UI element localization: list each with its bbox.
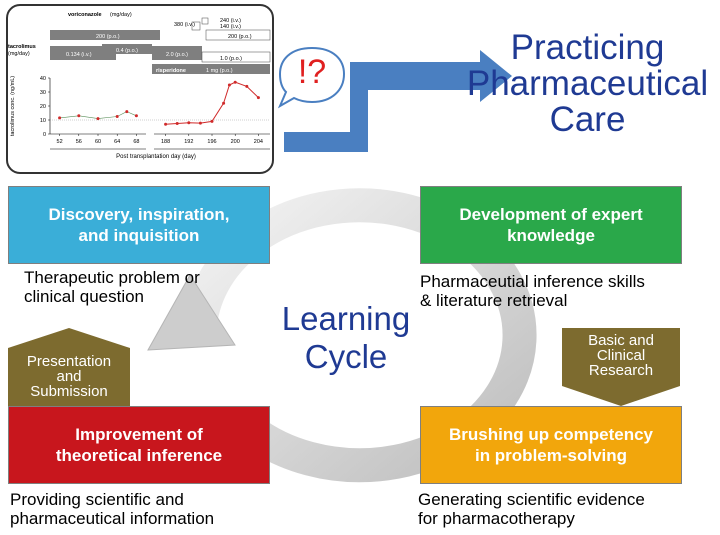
data-point xyxy=(210,119,214,123)
data-point xyxy=(187,121,191,125)
y-axis-label: tacrolimus conc. (ng/mL) xyxy=(10,76,16,136)
speech-bubble xyxy=(277,46,346,109)
svg-text:240 (i.v.): 240 (i.v.) xyxy=(220,18,241,24)
svg-text:0.134 (i.v.): 0.134 (i.v.) xyxy=(66,52,92,58)
svg-text:0.4 (p.o.): 0.4 (p.o.) xyxy=(116,48,138,54)
label-voriconazole: voriconazole xyxy=(68,12,102,18)
badge-research-shape xyxy=(562,328,680,406)
bar-tac-10 xyxy=(201,51,271,63)
x-tick-label: 204 xyxy=(254,139,263,145)
data-point xyxy=(115,115,119,118)
bar-vori-240 xyxy=(201,17,209,25)
caption-improvement: Providing scientific and pharmaceutical … xyxy=(10,490,215,528)
label-voriconazole-unit: (mg/day) xyxy=(110,12,132,18)
box-development: Development of expert knowledge xyxy=(420,186,682,264)
bar-vori-200b xyxy=(205,29,271,41)
x-tick-label: 188 xyxy=(161,139,170,145)
svg-text:risperidone: risperidone xyxy=(156,68,186,74)
svg-text:200 (p.o.): 200 (p.o.) xyxy=(228,34,252,40)
data-point xyxy=(233,80,237,84)
badge-research-label: Basic and Clinical Research xyxy=(588,332,654,379)
bar-tac-04 xyxy=(102,44,152,54)
box-brushing-label: Brushing up competency in problem-solvin… xyxy=(448,425,654,465)
series-line xyxy=(165,81,259,125)
y-tick-label: 10 xyxy=(40,118,46,124)
caption-discovery: Therapeutic problem or clinical question xyxy=(24,268,200,306)
data-point xyxy=(227,83,231,87)
svg-text:380 (i.v.): 380 (i.v.) xyxy=(174,22,195,28)
center-label: Learning Cycle xyxy=(281,300,411,375)
box-discovery-label: Discovery, inspiration, and inquisition xyxy=(48,205,230,245)
svg-text:2.0 (p.o.): 2.0 (p.o.) xyxy=(166,52,188,58)
data-point xyxy=(222,101,226,105)
svg-text:tacrolimus: tacrolimus xyxy=(8,44,36,50)
box-improvement: Improvement of theoretical inference xyxy=(8,406,270,484)
step-arrow-shape xyxy=(284,50,512,152)
bar-risperidone xyxy=(152,64,270,74)
bar-tac-20 xyxy=(152,46,202,60)
x-tick-label: 200 xyxy=(231,139,240,145)
series-line xyxy=(59,111,137,119)
data-point xyxy=(96,117,100,121)
data-point xyxy=(58,116,62,120)
box-development-label: Development of expert knowledge xyxy=(459,205,643,245)
data-point xyxy=(245,84,249,88)
caption-brushing: Generating scientific evidence for pharm… xyxy=(418,490,645,528)
bar-tac-0134 xyxy=(50,46,116,60)
bar-vori-200 xyxy=(50,30,160,40)
x-tick-label: 68 xyxy=(133,139,139,145)
exclaim-mark: !? xyxy=(297,53,327,91)
cycle-arrowhead xyxy=(147,274,236,351)
svg-text:200 (p.o.): 200 (p.o.) xyxy=(96,34,120,40)
bar-vori-380 xyxy=(191,21,201,31)
x-tick-label: 60 xyxy=(95,139,101,145)
badge-presentation-label: Presentation and Submission xyxy=(26,353,112,400)
data-point xyxy=(125,110,129,114)
y-tick-label: 40 xyxy=(40,76,46,82)
y-tick-label: 0 xyxy=(43,132,46,138)
svg-text:(mg/day): (mg/day) xyxy=(8,51,30,57)
box-improvement-label: Improvement of theoretical inference xyxy=(55,425,223,465)
y-tick-label: 30 xyxy=(40,90,46,96)
x-tick-label: 196 xyxy=(207,139,216,145)
badge-presentation-shape xyxy=(8,328,130,406)
x-tick-label: 56 xyxy=(76,139,82,145)
page-title: Practicing Pharmaceutical Care xyxy=(466,28,709,139)
x-tick-label: 64 xyxy=(114,139,120,145)
data-point xyxy=(256,96,260,100)
svg-text:1.0 (p.o.): 1.0 (p.o.) xyxy=(220,56,242,62)
data-point xyxy=(198,121,202,125)
x-tick-label: 52 xyxy=(57,139,63,145)
y-tick-label: 20 xyxy=(40,104,46,110)
data-point xyxy=(77,114,81,118)
data-point xyxy=(175,122,179,125)
caption-development: Pharmaceutial inference skills & literat… xyxy=(420,272,645,310)
svg-text:1 mg (p.o.): 1 mg (p.o.) xyxy=(206,68,233,74)
plot-area: 0 10 20 30 40 tacrolimus conc. (ng/mL) 52 56 60 6… xyxy=(10,76,270,160)
data-point xyxy=(134,114,138,118)
box-discovery: Discovery, inspiration, and inquisition xyxy=(8,186,270,264)
box-brushing: Brushing up competency in problem-solvin… xyxy=(420,406,682,484)
svg-text:140 (i.v.): 140 (i.v.) xyxy=(220,24,241,30)
data-point xyxy=(164,122,168,126)
x-axis-label: Post transplantation day (day) xyxy=(116,154,196,160)
step-arrow xyxy=(284,50,512,152)
inset-chart: voriconazole (mg/day) 200 (p.o.) 380 (i.… xyxy=(8,12,271,160)
x-tick-label: 192 xyxy=(184,139,193,145)
